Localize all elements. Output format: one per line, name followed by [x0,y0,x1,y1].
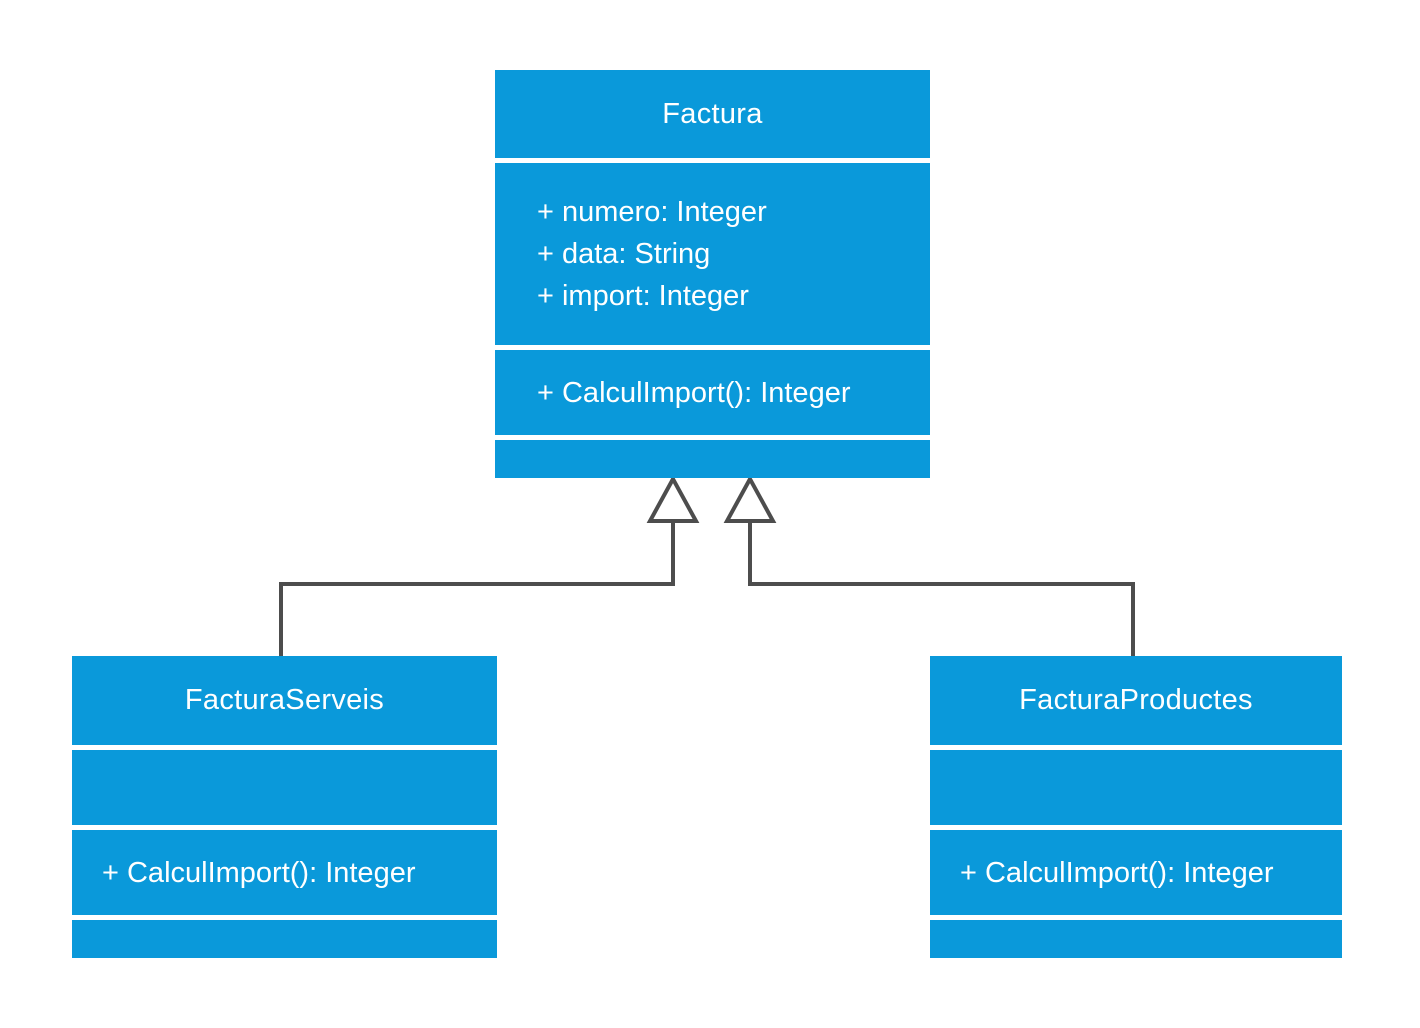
class-empty-section [72,920,497,958]
generalization-edge-serveis-to-factura[interactable] [279,474,700,656]
class-box-factura[interactable]: Factura + numero: Integer + data: String… [495,70,930,478]
class-methods-section: + CalculImport(): Integer [72,830,497,915]
class-box-factura-productes[interactable]: FacturaProductes + CalculImport(): Integ… [930,656,1342,958]
class-box-factura-serveis[interactable]: FacturaServeis + CalculImport(): Integer [72,656,497,958]
class-title-section: Factura [495,70,930,158]
class-name: FacturaProductes [1019,684,1253,716]
class-methods-section: + CalculImport(): Integer [930,830,1342,915]
class-methods-section: + CalculImport(): Integer [495,350,930,435]
class-attributes-section-empty [72,750,497,825]
class-attribute: + data: String [537,238,711,270]
class-attributes-section: + numero: Integer + data: String + impor… [495,163,930,345]
class-name: Factura [662,97,763,130]
class-empty-section [495,440,930,478]
class-name: FacturaServeis [184,684,385,716]
class-title-section: FacturaProductes [930,656,1342,745]
generalization-edge-productes-to-factura[interactable] [723,474,1135,656]
class-empty-section [930,920,1342,958]
class-attribute: + numero: Integer [537,196,767,228]
class-method: + CalculImport(): Integer [102,856,416,889]
generalization-arrowhead-right[interactable] [723,474,777,523]
class-title-section: FacturaServeis [72,656,497,745]
generalization-line-left[interactable] [279,521,675,656]
generalization-line-right[interactable] [748,521,1135,656]
class-method: + CalculImport(): Integer [960,856,1274,889]
generalization-arrowhead-left[interactable] [646,474,700,523]
class-attribute: + import: Integer [537,280,749,312]
class-method: + CalculImport(): Integer [537,376,851,409]
class-attributes-section-empty [930,750,1342,825]
